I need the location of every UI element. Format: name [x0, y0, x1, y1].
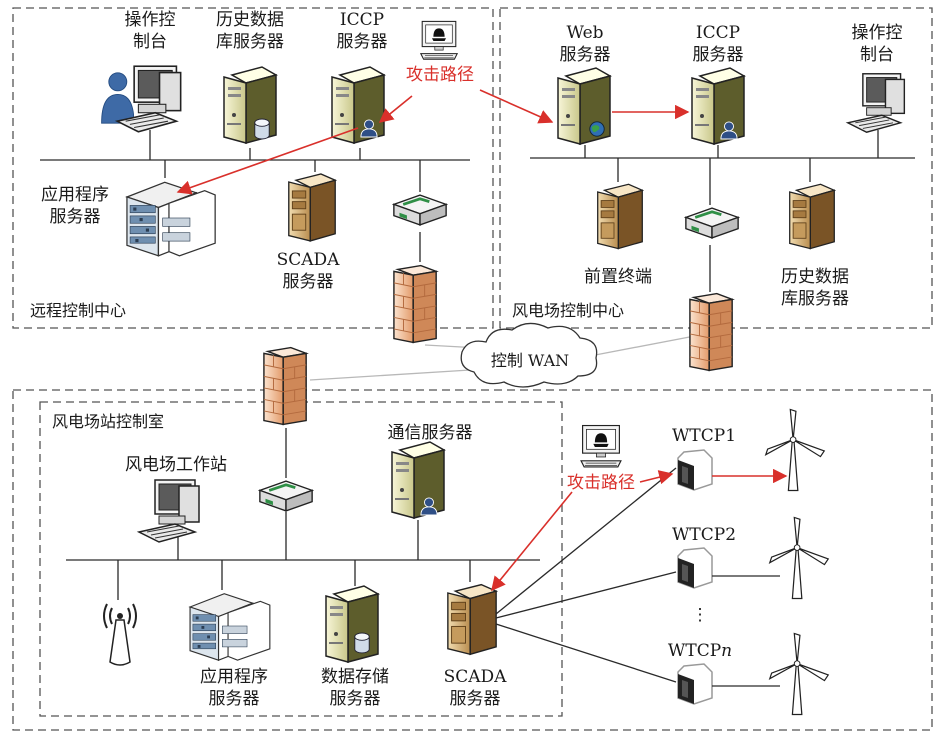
station-storage-label-1: 数据存储: [321, 667, 389, 687]
farm-web-label-1: Web: [566, 23, 603, 43]
wan-cloud-icon: [460, 322, 598, 388]
wtcpn-label: WTCPn: [668, 641, 732, 661]
station-scada-server-icon: [447, 583, 497, 656]
station-workstation-computer-icon: [138, 479, 200, 543]
remote-rack-server-icon: [126, 181, 216, 257]
wtcpn-controller-box-icon: [677, 663, 713, 705]
comm-server-icon: [391, 441, 445, 519]
globe-icon: [589, 121, 605, 137]
database-icon: [254, 118, 270, 140]
farm-router-icon: [684, 206, 740, 240]
farm-network-lines: [530, 130, 915, 292]
wtcp2-controller-box-icon: [677, 547, 713, 589]
antenna-icon: [103, 603, 137, 666]
attack-arrows: [176, 89, 788, 592]
remote-console-label-1: 操作控: [125, 10, 176, 30]
hacker-icon: [580, 424, 622, 468]
database-icon: [354, 632, 370, 654]
frontend-terminal-icon: [597, 183, 643, 250]
attack-arrow-to-remote-iccp: [378, 95, 413, 123]
remote-router-icon: [392, 193, 448, 227]
station-storage-label-2: 服务器: [330, 689, 381, 709]
farm-console-computer-icon: [847, 73, 906, 133]
farm-iccp-server-icon: [691, 67, 745, 145]
attack-arrow-to-remote-app: [176, 127, 359, 195]
farm-console-label-2: 制台: [860, 45, 894, 65]
zone-label-farm-control: 风电场控制中心: [512, 301, 624, 320]
farm-history-label-1: 历史数据: [781, 267, 849, 287]
station-rack-server-icon: [189, 593, 271, 661]
wtcp1-label: WTCP1: [672, 426, 736, 446]
remote-scada-label-1: SCADA: [277, 250, 341, 270]
zone-box-station-outer: [12, 389, 933, 731]
remote-iccp-label-1: ICCP: [340, 10, 384, 30]
station-firewall-icon: [263, 346, 307, 426]
station-router-icon: [258, 479, 314, 513]
remote-history-label-1: 历史数据: [216, 10, 284, 30]
remote-history-label-2: 库服务器: [216, 32, 284, 52]
station-comm-label: 通信服务器: [388, 423, 473, 443]
station-network-lines: [66, 428, 540, 600]
remote-console-label-2: 制台: [133, 32, 167, 52]
farm-frontend-label: 前置终端: [584, 267, 652, 287]
farm-iccp-label-2: 服务器: [693, 45, 744, 65]
wind-turbine-2-icon: [769, 516, 829, 600]
hacker-icon: [420, 20, 458, 60]
remote-scada-label-2: 服务器: [283, 272, 334, 292]
attack-path-label-bottom: 攻击路径: [567, 473, 635, 493]
remote-network-lines: [40, 130, 470, 262]
zone-label-remote: 远程控制中心: [30, 301, 126, 320]
wind-turbine-n-icon: [769, 632, 829, 716]
station-app-label-2: 服务器: [209, 689, 260, 709]
wtcp-ellipsis: ⋮: [692, 605, 709, 625]
zone-box-remote-control-center: [12, 7, 494, 329]
attack-path-label-top: 攻击路径: [406, 65, 474, 85]
remote-app-label-2: 服务器: [50, 207, 101, 227]
farm-firewall-icon: [689, 292, 733, 372]
farm-history-label-2: 库服务器: [781, 289, 849, 309]
attack-arrow-to-station-scada: [491, 491, 573, 592]
attack-arrow-to-web: [479, 89, 554, 124]
farm-web-label-2: 服务器: [560, 45, 611, 65]
turbine-links: [712, 575, 780, 687]
zone-label-station: 风电场站控制室: [52, 412, 164, 431]
wtcp-links: [495, 467, 677, 683]
station-app-label-1: 应用程序: [200, 667, 268, 687]
farm-history-server-icon: [789, 183, 835, 250]
wtcp2-label: WTCP2: [672, 525, 736, 545]
remote-scada-server-icon: [288, 173, 336, 242]
wind-turbine-1-icon: [765, 408, 825, 492]
operator-user-icon: [101, 72, 134, 124]
wtcp1-controller-box-icon: [677, 449, 713, 491]
farm-iccp-label-1: ICCP: [696, 23, 740, 43]
station-workstation-label: 风电场工作站: [125, 455, 227, 475]
storage-server-icon: [325, 585, 379, 663]
remote-firewall-icon: [393, 264, 437, 344]
wan-label: 控制 WAN: [491, 351, 569, 370]
station-scada-label-1: SCADA: [444, 667, 508, 687]
station-scada-label-2: 服务器: [450, 689, 501, 709]
attack-arrow-to-wtcp1: [639, 470, 674, 485]
remote-app-label-1: 应用程序: [41, 185, 109, 205]
farm-console-label-1: 操作控: [852, 23, 903, 43]
remote-iccp-label-2: 服务器: [337, 32, 388, 52]
